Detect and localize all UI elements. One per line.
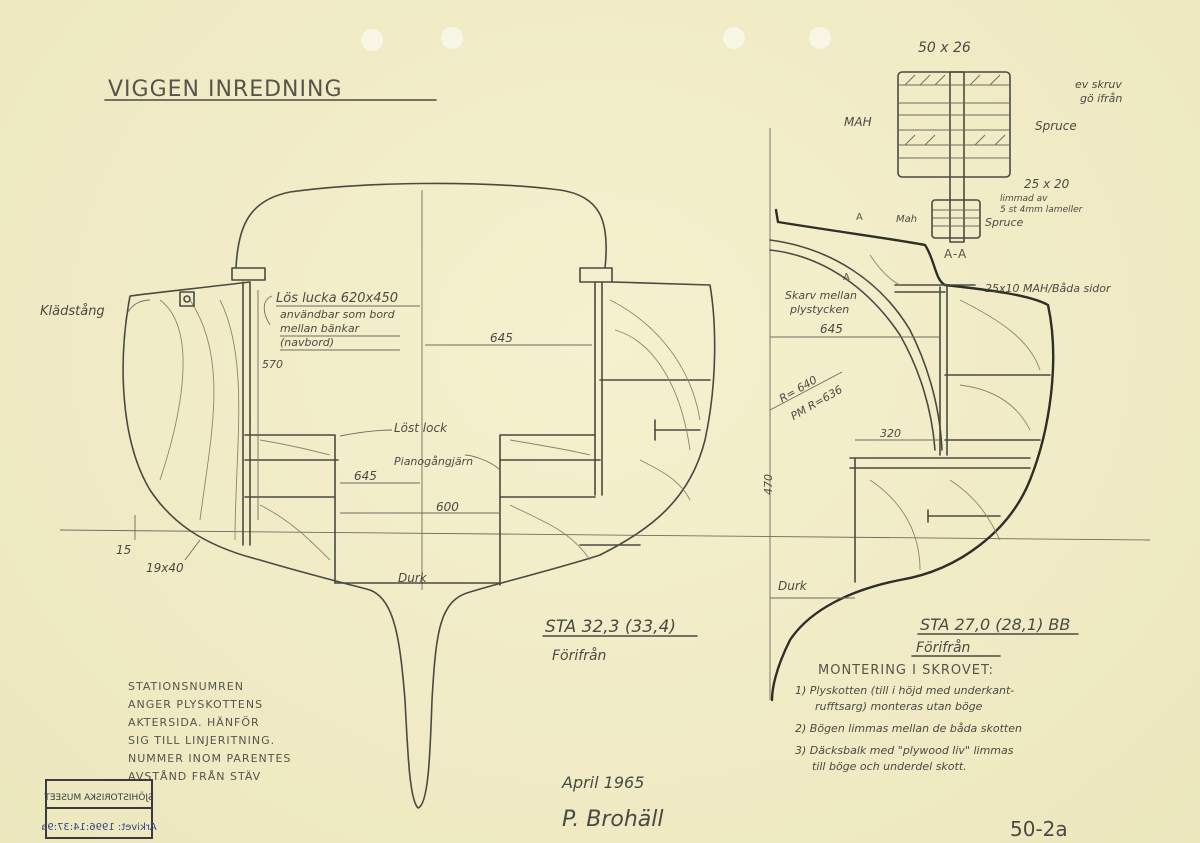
assembly-heading: MONTERING I SKROVET: [818, 663, 994, 678]
label-mah-small: Mah [896, 214, 917, 225]
station-note-line-2: ANGER PLYSKOTTENS [128, 698, 263, 711]
assembly-line-3: 2) Bögen limmas mellan de båda skotten [795, 722, 1022, 735]
station-note: STATIONSNUMREN ANGER PLYSKOTTENS AKTERSI… [128, 680, 291, 783]
section-label-a-a: A-A [944, 247, 967, 261]
archive-stamp: SJÖHISTORISKA MUSEET Arkivet: 1996:14:37… [41, 779, 157, 839]
detail-section-a-a: 50 x 26 ev skruv gö ifrån MAH Spruce 25 … [843, 40, 1122, 283]
station-note-line-3: AKTERSIDA. HÄNFÖR [128, 716, 260, 729]
dim-600: 600 [436, 500, 459, 514]
label-los-lucka-4: (navbord) [280, 336, 334, 349]
station-note-line-5: NUMMER INOM PARENTES [128, 752, 291, 765]
station-note-line-6: AVSTÅND FRÅN STÄV [128, 770, 261, 783]
dim-19x40: 19x40 [146, 561, 184, 575]
drawing-title: VIGGEN INREDNING [108, 77, 343, 102]
label-los-lucka-2: användbar som bord [280, 308, 396, 321]
section-arrow-a-bottom: A [843, 272, 851, 283]
dim-570: 570 [262, 358, 283, 371]
assembly-line-4: 3) Däcksbalk med "plywood liv" limmas [795, 744, 1014, 757]
signature-name: P. Brohäll [562, 807, 663, 832]
label-los-lucka: Lös lucka 620x450 [276, 291, 398, 306]
station-left: STA 32,3 (33,4) [545, 617, 676, 637]
assembly-line-1: 1) Plyskotten (till i höjd med underkant… [795, 684, 1014, 697]
assembly-line-5: till böge och underdel skott. [812, 760, 967, 773]
dim-320: 320 [880, 427, 901, 440]
view-right: Förifrån [916, 639, 970, 656]
label-limmad-1: limmad av [1000, 194, 1048, 204]
right-hull-section [769, 128, 1055, 702]
sheet-number: 50-2a [1010, 817, 1068, 841]
dim-15: 15 [116, 543, 131, 557]
section-arrow-a-top: A [856, 212, 864, 223]
label-pianogangjarn: Pianogångjärn [394, 455, 473, 468]
dim-25x10: 25x10 MAH/Båda sidor [985, 282, 1112, 295]
station-note-line-4: SIG TILL LINJERITNING. [128, 734, 275, 747]
signature-date: April 1965 [561, 773, 644, 792]
waterline [59, 529, 1151, 541]
dim-645-top: 645 [490, 331, 513, 345]
station-right: STA 27,0 (28,1) BB [920, 615, 1070, 634]
label-skruv-2: gö ifrån [1080, 92, 1122, 105]
stamp-archive: Arkivet: 1996:14:37:9a [41, 822, 157, 833]
dim-470: 470 [762, 474, 775, 495]
dim-25x20: 25 x 20 [1024, 177, 1070, 191]
punch-holes [361, 27, 831, 51]
label-durk-right: Durk [778, 579, 808, 593]
view-left: Förifrån [552, 647, 606, 664]
dim-645-right: 645 [820, 322, 843, 336]
label-skruv-1: ev skruv [1075, 78, 1122, 91]
station-note-line-1: STATIONSNUMREN [128, 680, 244, 693]
assembly-notes: MONTERING I SKROVET: 1) Plyskotten (till… [795, 663, 1022, 773]
label-skarv-1: Skarv mellan [785, 289, 857, 302]
label-durk-left: Durk [398, 571, 428, 585]
label-skarv-2: plystycken [789, 303, 849, 316]
label-los-lucka-3: mellan bänkar [280, 322, 361, 335]
right-section-labels: 25x10 MAH/Båda sidor Skarv mellan plysty… [762, 282, 1112, 657]
left-hull-section [122, 182, 716, 809]
label-mah: MAH [844, 115, 872, 129]
dim-645-low: 645 [354, 469, 377, 483]
assembly-line-2: rufftsarg) monteras utan böge [815, 700, 983, 713]
label-lost-lock: Löst lock [394, 421, 448, 435]
label-spruce-small: Spruce [985, 216, 1024, 229]
label-spruce: Spruce [1035, 119, 1077, 133]
label-limmad-2: 5 st 4mm lameller [1000, 205, 1084, 215]
label-kladstang: Klädstång [40, 304, 105, 319]
dim-50x26: 50 x 26 [918, 40, 971, 56]
stamp-museum: SJÖHISTORISKA MUSEET [44, 792, 154, 803]
left-section-labels: Klädstång Lös lucka 620x450 användbar so… [40, 291, 698, 664]
